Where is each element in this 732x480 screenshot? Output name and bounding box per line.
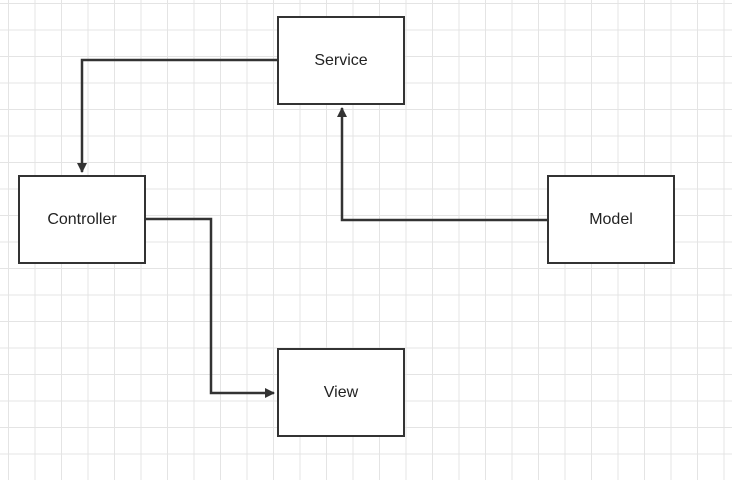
edge-model-to-service xyxy=(337,107,547,222)
model-node[interactable]: Model xyxy=(547,175,675,264)
service-label: Service xyxy=(314,51,368,69)
controller-label: Controller xyxy=(47,210,117,228)
view-node[interactable]: View xyxy=(277,348,405,437)
edge-controller-to-view xyxy=(146,217,275,398)
controller-node[interactable]: Controller xyxy=(18,175,146,264)
model-label: Model xyxy=(589,210,633,228)
edge-service-to-controller xyxy=(77,58,277,173)
view-label: View xyxy=(323,383,359,401)
service-node[interactable]: Service xyxy=(277,16,405,105)
